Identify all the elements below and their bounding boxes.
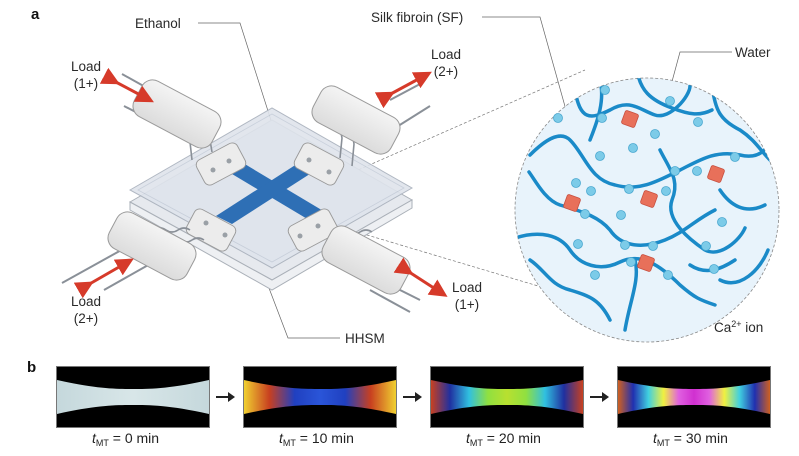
ethanol-label: Ethanol <box>135 16 181 31</box>
load-label-value: (1+) <box>73 76 99 91</box>
time-value: = 20 min <box>482 430 541 446</box>
clamps <box>185 142 345 252</box>
load-label-text: Load <box>70 294 102 309</box>
t-subscript: MT <box>95 438 109 448</box>
sequence-arrow <box>403 392 422 402</box>
specimen-image <box>244 380 396 414</box>
time-caption: tMT = 0 min <box>92 430 159 448</box>
t-symbol: t <box>92 430 96 446</box>
t-subscript: MT <box>469 438 483 448</box>
load-pad-top-left <box>132 79 222 149</box>
load-label-top-right: Load (2+) <box>428 46 464 80</box>
specimen-image <box>618 380 770 414</box>
sequence-arrow <box>590 392 609 402</box>
load-label-text: Load <box>430 47 462 62</box>
sequence-arrow <box>216 392 235 402</box>
silk-fibroin-label: Silk fibroin (SF) <box>371 10 464 25</box>
water-molecules <box>553 85 740 280</box>
pol-image-frame <box>243 366 397 428</box>
load-arrow-top-left <box>99 67 154 103</box>
panel-a-letter: a <box>31 6 40 23</box>
load-label-value: (1+) <box>454 297 480 312</box>
ca-ion-base: Ca <box>714 320 732 335</box>
load-label-bottom-right: Load (1+) <box>449 279 485 313</box>
hhsm-cross <box>216 160 325 224</box>
load-pads <box>107 79 411 295</box>
specimen-image <box>431 380 583 414</box>
ethanol-leader <box>198 22 276 134</box>
load-label-top-left: Load (1+) <box>68 58 104 92</box>
ca-ion-suffix: ion <box>741 320 764 335</box>
specimen-image <box>57 380 209 414</box>
zoom-circle <box>514 77 780 343</box>
time-value: = 10 min <box>295 430 354 446</box>
load-label-text: Load <box>70 59 102 74</box>
t-symbol: t <box>653 430 657 446</box>
load-pad-bottom-left <box>107 211 197 281</box>
load-arrow-top-right <box>374 71 432 109</box>
ca-ions <box>563 110 725 272</box>
time-value: = 0 min <box>108 430 160 446</box>
t-subscript: MT <box>282 438 296 448</box>
pol-image-frame <box>617 366 771 428</box>
load-arrow-bottom-left <box>73 258 134 299</box>
load-arrow-bottom-right <box>393 257 448 297</box>
load-label-text: Load <box>451 280 483 295</box>
water-label: Water <box>735 45 771 60</box>
time-caption: tMT = 30 min <box>653 430 728 448</box>
time-value: = 30 min <box>669 430 728 446</box>
load-label-value: (2+) <box>433 64 459 79</box>
clamp-screws <box>203 157 332 239</box>
load-label-bottom-left: Load (2+) <box>68 293 104 327</box>
load-pad-top-right <box>311 85 401 155</box>
ca-ion-charge: 2+ <box>731 319 742 329</box>
load-arrows <box>73 67 448 299</box>
load-label-value: (2+) <box>73 311 99 326</box>
time-caption: tMT = 20 min <box>466 430 541 448</box>
time-caption: tMT = 10 min <box>279 430 354 448</box>
panel-a-diagram <box>61 16 780 343</box>
panel-b-letter: b <box>27 359 37 376</box>
t-symbol: t <box>466 430 470 446</box>
t-subscript: MT <box>656 438 670 448</box>
t-symbol: t <box>279 430 283 446</box>
ca-ion-label: Ca2+ ion <box>714 316 763 336</box>
hhsm-label: HHSM <box>345 331 385 346</box>
pol-image-frame <box>430 366 584 428</box>
pol-image-frame <box>56 366 210 428</box>
silk-fibroin-chains <box>515 78 779 332</box>
